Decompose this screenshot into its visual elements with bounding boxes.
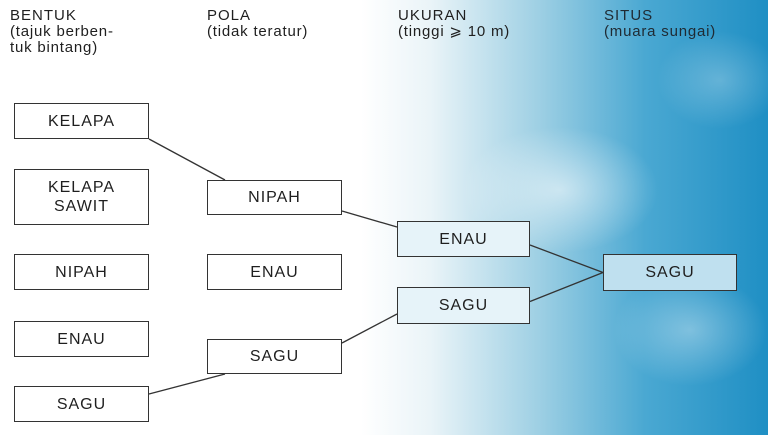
connector-ukuran-sagu-to-situs-sagu — [529, 271, 604, 303]
pola-box-nipah: NIPAH — [207, 180, 342, 215]
header-pola: POLA (tidak teratur) — [207, 8, 308, 40]
bentuk-box-sagu: SAGU — [14, 386, 149, 422]
header-ukuran-title: UKURAN — [398, 7, 468, 24]
bentuk-box-kelapa: KELAPA — [14, 103, 149, 139]
header-ukuran-subtitle: (tinggi ⩾ 10 m) — [398, 23, 511, 40]
header-pola-subtitle: (tidak teratur) — [207, 23, 309, 40]
header-situs-title: SITUS — [604, 7, 654, 24]
ukuran-box-sagu: SAGU — [397, 287, 530, 324]
bentuk-box-nipah: NIPAH — [14, 254, 149, 290]
bentuk-box-enau: ENAU — [14, 321, 149, 357]
ukuran-box-enau: ENAU — [397, 221, 530, 257]
pola-box-sagu: SAGU — [207, 339, 342, 374]
header-ukuran: UKURAN (tinggi ⩾ 10 m) — [398, 8, 510, 40]
header-bentuk: BENTUK (tajuk berben- tuk bintang) — [10, 8, 114, 56]
situs-box-sagu: SAGU — [603, 254, 737, 291]
bentuk-box-kelapa-sawit: KELAPA SAWIT — [14, 169, 149, 225]
connector-bentuk-kelapa-to-pola-nipah — [148, 138, 226, 181]
header-situs: SITUS (muara sungai) — [604, 8, 716, 40]
header-bentuk-subtitle: (tajuk berben- tuk bintang) — [10, 23, 114, 56]
header-bentuk-title: BENTUK — [10, 7, 77, 24]
header-situs-subtitle: (muara sungai) — [604, 23, 717, 40]
pola-box-enau: ENAU — [207, 254, 342, 290]
header-pola-title: POLA — [207, 7, 252, 24]
connector-pola-nipah-to-ukuran-enau — [341, 210, 398, 228]
connector-ukuran-enau-to-situs-sagu — [529, 244, 604, 274]
connector-bentuk-sagu-to-pola-sagu — [148, 373, 226, 395]
connector-pola-sagu-to-ukuran-sagu — [341, 313, 398, 344]
